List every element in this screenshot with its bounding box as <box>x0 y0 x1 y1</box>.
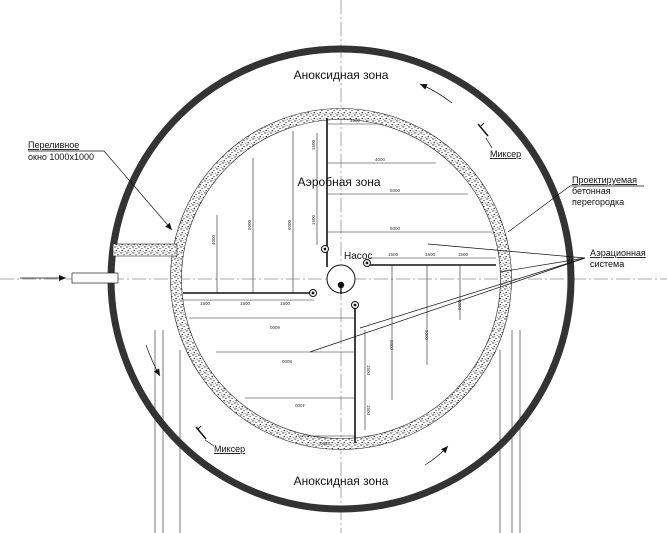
dim-left-h-3: 1500 <box>280 301 291 306</box>
dim-v-bottom-1: 1500 <box>366 365 371 376</box>
dim-top-3: 5000 <box>390 188 401 193</box>
dim-right-h-1: 1500 <box>388 252 399 257</box>
partition-label-line3: перегородка <box>572 197 624 207</box>
mixer-left-icon <box>195 425 207 440</box>
dim-left-h-1: 1500 <box>200 301 211 306</box>
aeration-leader-1 <box>427 243 586 259</box>
dim-top-4: 6000 <box>390 226 401 231</box>
dim-right-h-3: 1500 <box>458 252 469 257</box>
aeration-leader-4 <box>309 257 586 353</box>
inlet-pipe <box>71 272 119 284</box>
dim-right-h-2: 1500 <box>425 252 436 257</box>
aeration-leader-2 <box>499 257 586 273</box>
dim-v-left-3: 6000 <box>287 219 292 230</box>
mixer-right-leader <box>485 137 493 149</box>
mixer-left-leader <box>204 439 215 447</box>
dim-bottom-1: 6000 <box>269 325 280 330</box>
anoxic-zone-bottom-label: Аноксидная зона <box>294 474 389 488</box>
dim-right-v-1: 6000 <box>389 340 394 351</box>
overflow-label-line2: окно 1000x1000 <box>28 152 94 162</box>
aerobic-zone-label: Аэробная зона <box>297 175 380 189</box>
dim-bottom-2: 5000 <box>281 359 292 364</box>
dim-right-v-2: 5000 <box>424 330 429 341</box>
dim-bottom-4: 2500 <box>319 441 330 446</box>
aeration-grid-bottom <box>189 301 366 443</box>
partition-label-line2: бетонная <box>572 186 611 196</box>
partition-label-line1: Проектируемая <box>572 175 637 185</box>
dim-v-left-1: 4000 <box>211 234 216 245</box>
pump-label: Насос <box>344 251 372 262</box>
dim-top-2: 4000 <box>375 157 386 162</box>
anoxic-zone-top-label: Аноксидная зона <box>294 68 389 82</box>
dim-v-mid: 1500 <box>311 214 316 225</box>
dim-top-1: 2500 <box>350 118 361 123</box>
mixer-right-label: Миксер <box>490 149 521 159</box>
dim-v-bottom-2: 1500 <box>366 405 371 416</box>
dim-left-h-2: 1500 <box>240 301 251 306</box>
dim-right-v-3: 4000 <box>457 300 462 311</box>
aeration-leader-3 <box>359 257 586 329</box>
overflow-leader <box>28 150 173 231</box>
partition-ring-inner-edge <box>181 119 501 439</box>
dim-v-left-2: 5000 <box>247 219 252 230</box>
flow-arrow-top-right <box>419 83 453 104</box>
aeration-label-line2: система <box>590 259 624 269</box>
partition-ring-outer-edge <box>170 108 512 450</box>
concrete-partition-ring <box>170 108 512 450</box>
aeration-label-line1: Аэрационная <box>590 248 646 258</box>
aeration-grid-right <box>363 257 496 400</box>
aeration-grid-left <box>183 131 317 301</box>
flow-arrow-left <box>145 344 161 377</box>
partition-leader <box>507 185 644 233</box>
overflow-label-line1: Переливное <box>28 140 79 150</box>
aeration-grid-top <box>316 118 492 267</box>
overflow-channel <box>112 243 178 257</box>
mixer-right-icon <box>477 122 489 137</box>
mixer-left-label: Миксер <box>214 444 245 454</box>
dim-v-top: 1500 <box>311 139 316 150</box>
dim-bottom-3: 4000 <box>294 403 305 408</box>
flow-arrow-bottom-right <box>424 445 449 466</box>
